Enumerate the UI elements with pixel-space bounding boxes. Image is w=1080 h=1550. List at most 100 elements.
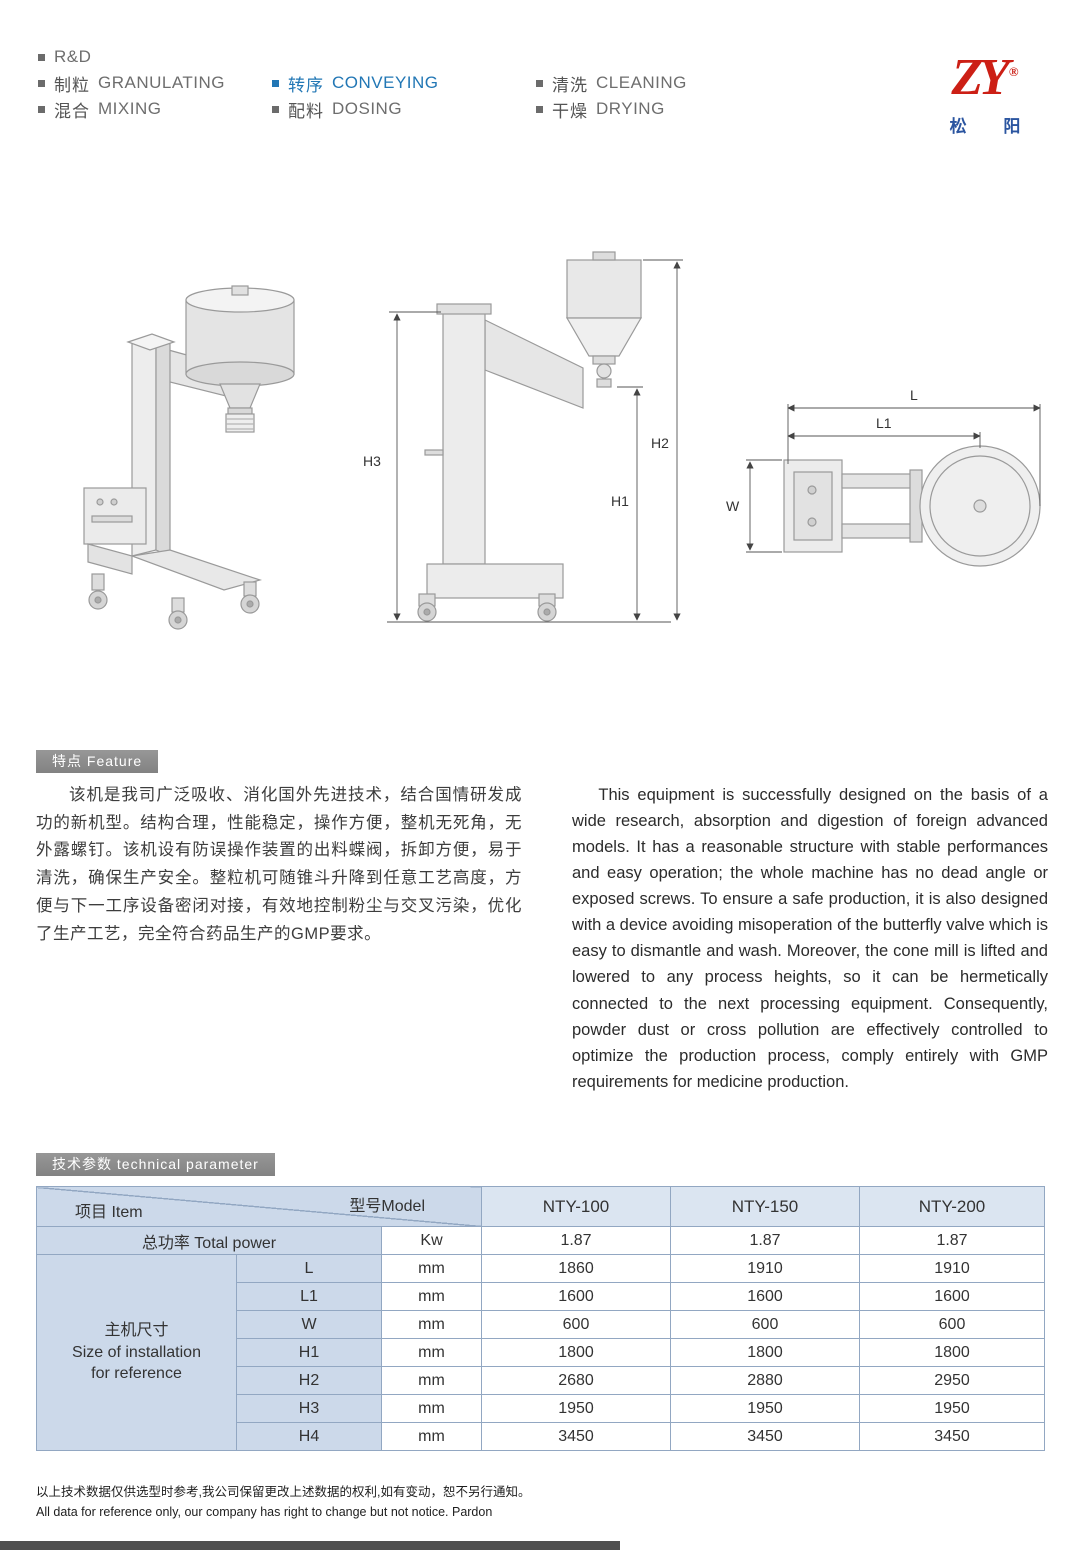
value-cell: 1800: [670, 1338, 861, 1367]
feature-text-english: This equipment is successfully designed …: [572, 786, 1048, 1091]
value-cell: 2680: [481, 1366, 672, 1395]
square-bullet-icon: [38, 53, 45, 61]
row-label: L: [236, 1254, 382, 1283]
value-cell: 2950: [859, 1366, 1046, 1395]
row-label: 总功率 Total power: [36, 1226, 382, 1255]
category-label-en: CONVEYING: [332, 73, 439, 92]
value-cell: 600: [481, 1310, 672, 1339]
model-name-cell: NTY-100: [481, 1186, 672, 1227]
category-label-zh: 清洗: [552, 75, 588, 95]
value-cell: 3450: [481, 1422, 672, 1451]
category-label-zh: 混合: [54, 101, 90, 121]
diagonal-header-cell: 项目 Item 型号Model: [35, 1186, 483, 1227]
value-cell: 1910: [859, 1254, 1046, 1283]
value-cell: 1950: [481, 1394, 672, 1423]
footer-disclaimer: 以上技术数据仅供选型时参考,我公司保留更改上述数据的权利,如有变动，恕不另行通知…: [36, 1482, 530, 1522]
category-conveying-active: 转序 CONVEYING: [272, 70, 439, 96]
category-label-zh: 制粒: [54, 75, 90, 95]
footer-disclaimer-zh: 以上技术数据仅供选型时参考,我公司保留更改上述数据的权利,如有变动，恕不另行通知…: [36, 1485, 531, 1499]
top-view-wrapper: L L1 W: [724, 378, 1054, 613]
parameter-section-heading: 技术参数 technical parameter: [36, 1153, 275, 1176]
value-cell: 1950: [859, 1394, 1046, 1423]
table-row-dimension: H4 mm 3450 3450 3450: [37, 1422, 1046, 1451]
category-label-en: MIXING: [98, 99, 162, 118]
registered-mark-icon: ®: [1008, 64, 1019, 79]
category-label-en: R&D: [54, 47, 92, 66]
machine-drawing: [783, 445, 1041, 567]
row-label: H3: [236, 1394, 382, 1423]
table-row-dimension: 主机尺寸 Size of installation for reference …: [36, 1254, 1046, 1451]
model-header-label: 型号Model: [349, 1198, 426, 1215]
dimension-label-l: L: [910, 387, 918, 403]
model-name-cell: NTY-200: [859, 1186, 1046, 1227]
value-cell: 1.87: [670, 1226, 861, 1255]
machine-drawing: [417, 251, 643, 622]
value-cell: 3450: [859, 1422, 1046, 1451]
category-label-zh: 干燥: [552, 101, 588, 121]
value-cell: 1600: [481, 1282, 672, 1311]
value-cell: 1950: [670, 1394, 861, 1423]
category-mixing: 混合 MIXING: [38, 96, 225, 122]
category-label-en: CLEANING: [596, 73, 687, 92]
category-column-2: 转序 CONVEYING 配料 DOSING: [272, 70, 439, 122]
technical-parameter-table: 项目 Item 型号Model NTY-100 NTY-150 NTY-200 …: [35, 1186, 1046, 1451]
unit-cell: Kw: [380, 1226, 483, 1255]
value-cell: 1600: [670, 1282, 861, 1311]
category-cleaning: 清洗 CLEANING: [536, 70, 687, 96]
dimension-label-h3: H3: [363, 453, 381, 469]
table-row-dimension: W mm 600 600 600: [37, 1310, 1046, 1339]
unit-cell: mm: [380, 1366, 483, 1395]
size-group-cell: 主机尺寸 Size of installation for reference: [36, 1254, 237, 1451]
row-label: H2: [236, 1366, 382, 1395]
square-bullet-icon: [38, 105, 45, 113]
unit-cell: mm: [380, 1394, 483, 1423]
brand-logo-subtext: 松 阳: [949, 117, 1037, 136]
category-dosing: 配料 DOSING: [272, 96, 439, 122]
dimension-lines: [746, 404, 1041, 553]
category-drying: 干燥 DRYING: [536, 96, 687, 122]
item-header-label: 项目 Item: [75, 1204, 143, 1221]
dimension-label-l1: L1: [876, 415, 892, 431]
value-cell: 1860: [481, 1254, 672, 1283]
technical-drawings: H3 H1 H2: [28, 250, 1054, 655]
value-cell: 1.87: [859, 1226, 1046, 1255]
table-header-row: 项目 Item 型号Model NTY-100 NTY-150 NTY-200: [35, 1186, 1046, 1227]
value-cell: 1910: [670, 1254, 861, 1283]
dimension-label-h1: H1: [611, 493, 629, 509]
square-bullet-icon: [272, 105, 279, 113]
unit-cell: mm: [380, 1338, 483, 1367]
dimension-label-w: W: [726, 498, 740, 514]
page-bottom-bar: [0, 1541, 620, 1550]
table-row-dimension: H1 mm 1800 1800 1800: [37, 1338, 1046, 1367]
category-label-zh: 配料: [288, 101, 324, 121]
feature-section-heading: 特点 Feature: [36, 750, 159, 773]
value-cell: 3450: [670, 1422, 861, 1451]
brand-logo-text: ZY®: [951, 49, 1019, 106]
category-granulating: 制粒 GRANULATING: [38, 70, 225, 96]
unit-cell: mm: [380, 1282, 483, 1311]
category-rd: R&D: [38, 44, 225, 70]
table-row-dimension: L1 mm 1600 1600 1600: [37, 1282, 1046, 1311]
value-cell: 1800: [859, 1338, 1046, 1367]
unit-cell: mm: [380, 1422, 483, 1451]
category-label-zh: 转序: [288, 75, 324, 95]
category-label-en: DRYING: [596, 99, 665, 118]
dimension-lines: [387, 259, 683, 623]
category-column-1: R&D 制粒 GRANULATING 混合 MIXING: [38, 44, 225, 122]
unit-cell: mm: [380, 1310, 483, 1339]
value-cell: 1600: [859, 1282, 1046, 1311]
value-cell: 1800: [481, 1338, 672, 1367]
row-label: H4: [236, 1422, 382, 1451]
table-row-total-power: 总功率 Total power Kw 1.87 1.87 1.87: [36, 1226, 1046, 1255]
row-label: W: [236, 1310, 382, 1339]
machine-drawing: [83, 285, 295, 630]
footer-disclaimer-en: All data for reference only, our company…: [36, 1505, 493, 1519]
unit-cell: mm: [380, 1254, 483, 1283]
square-bullet-icon: [536, 105, 543, 113]
value-cell: 600: [859, 1310, 1046, 1339]
row-label: H1: [236, 1338, 382, 1367]
drawing-top-view: L L1 W: [726, 387, 1041, 567]
value-cell: 600: [670, 1310, 861, 1339]
square-bullet-icon: [536, 79, 543, 87]
